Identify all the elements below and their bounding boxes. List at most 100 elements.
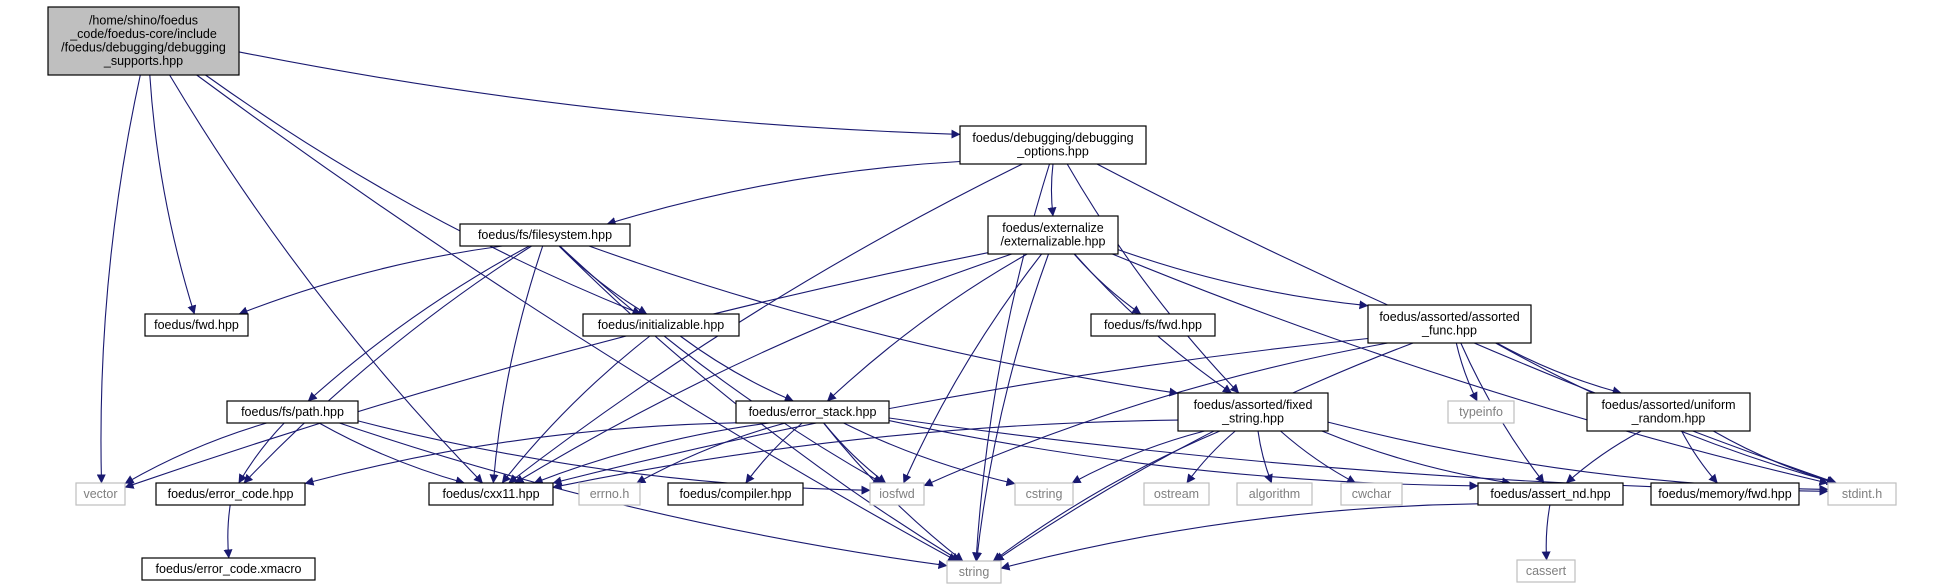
edge-fs_path-to-error_code: [238, 422, 285, 484]
edge-filesystem-to-cxx11: [489, 245, 544, 484]
header-node[interactable]: foedus/error_code.hpp: [155, 482, 306, 506]
node-label: /externalizable.hpp: [1001, 235, 1106, 249]
node-label: vector: [83, 487, 117, 501]
edge-fs_path-to-string: [339, 422, 948, 570]
node-box: [459, 223, 631, 247]
node-label: foedus/error_stack.hpp: [749, 405, 877, 419]
node-box: [1827, 482, 1897, 506]
node-label: _random.hpp: [1631, 412, 1706, 426]
header-node[interactable]: foedus/compiler.hpp: [667, 482, 804, 506]
edge-externalizable-to-stdint: [1112, 253, 1829, 486]
header-node[interactable]: foedus/assorted/assorted_func.hpp: [1367, 304, 1532, 344]
system-header-node: iosfwd: [869, 482, 925, 506]
header-node[interactable]: foedus/assorted/uniform_random.hpp: [1586, 392, 1751, 432]
node-box: [667, 482, 804, 506]
edge-fixed_string-to-cstring: [1071, 430, 1205, 484]
edge-fs_path-to-vector: [124, 422, 267, 484]
system-header-node: cstring: [1014, 482, 1074, 506]
header-node[interactable]: foedus/fs/filesystem.hpp: [459, 223, 631, 247]
node-box: [946, 560, 1002, 584]
system-header-node: stdint.h: [1827, 482, 1897, 506]
header-node[interactable]: foedus/fs/path.hpp: [226, 400, 359, 424]
system-header-node: typeinfo: [1447, 400, 1515, 424]
edge-debugging_options-to-externalizable: [1047, 163, 1057, 217]
edge-fixed_string-to-cxx11: [552, 419, 1179, 490]
edge-debugging_options-to-fixed_string: [1066, 163, 1240, 394]
edge-assorted_func-to-string: [994, 342, 1414, 562]
node-label: iosfwd: [879, 487, 914, 501]
node-box: [428, 482, 554, 506]
node-label: foedus/assert_nd.hpp: [1490, 487, 1610, 501]
node-label: _func.hpp: [1421, 324, 1477, 338]
edge-fixed_string-to-ostream: [1186, 430, 1236, 484]
node-label: foedus/fs/path.hpp: [241, 405, 344, 419]
system-header-node: errno.h: [578, 482, 641, 506]
header-node[interactable]: foedus/externalize/externalizable.hpp: [987, 215, 1119, 255]
node-label: algorithm: [1249, 487, 1300, 501]
node-label: foedus/error_code.hpp: [168, 487, 294, 501]
edge-error_stack-to-errno: [636, 422, 786, 484]
system-header-node: cassert: [1516, 559, 1576, 583]
node-label: foedus/assorted/assorted: [1379, 310, 1519, 324]
node-box: [1650, 482, 1800, 506]
edge-fixed_string-to-stdint: [1327, 421, 1829, 494]
edge-externalizable-to-error_stack: [827, 253, 1028, 402]
node-label: foedus/cxx11.hpp: [442, 487, 539, 501]
node-label: foedus/fs/fwd.hpp: [1104, 318, 1202, 332]
node-label: string: [959, 565, 990, 579]
node-box: [47, 6, 240, 76]
node-box: [1367, 304, 1532, 344]
header-node[interactable]: foedus/debugging/debugging_options.hpp: [959, 125, 1147, 165]
node-box: [1447, 400, 1515, 424]
edge-debugging_options-to-filesystem: [606, 160, 961, 226]
node-label: foedus/externalize: [1002, 221, 1104, 235]
node-label: _options.hpp: [1016, 145, 1089, 159]
edge-externalizable-to-assorted_func: [1117, 249, 1369, 310]
header-node[interactable]: foedus/cxx11.hpp: [428, 482, 554, 506]
edge-error_code-to-error_code_xmacro: [223, 504, 233, 559]
system-header-node: algorithm: [1236, 482, 1313, 506]
edge-fixed_string-to-cwchar: [1280, 430, 1356, 484]
edge-filesystem-to-foedus_fwd: [238, 245, 503, 316]
edge-fixed_string-to-algorithm: [1257, 430, 1273, 484]
edge-error_stack-to-error_code: [304, 422, 737, 486]
edge-assorted_func-to-typeinfo: [1455, 342, 1478, 402]
edge-fixed_string-to-assert_nd: [1321, 430, 1512, 487]
node-label: foedus/assorted/fixed: [1194, 398, 1313, 412]
header-node[interactable]: foedus/error_stack.hpp: [735, 400, 890, 424]
root-header-node: /home/shino/foedus_code/foedus-core/incl…: [47, 6, 240, 76]
edge-error_stack-to-cstring: [843, 422, 1016, 487]
header-node[interactable]: foedus/fwd.hpp: [144, 313, 249, 337]
edge-filesystem-to-iosfwd: [559, 245, 883, 484]
edge-externalizable-to-string: [973, 253, 1050, 562]
edge-assorted_func-to-uniform_random: [1496, 342, 1622, 396]
node-box: [1090, 313, 1216, 337]
header-node[interactable]: foedus/fs/fwd.hpp: [1090, 313, 1216, 337]
edge-uniform_random-to-memory_fwd: [1681, 430, 1718, 484]
header-node[interactable]: foedus/assert_nd.hpp: [1477, 482, 1624, 506]
edge-root-to-foedus_fwd: [149, 74, 197, 315]
node-label: _code/foedus-core/include: [69, 27, 217, 41]
edge-fixed_string-to-string: [992, 430, 1221, 562]
header-node[interactable]: foedus/error_code.xmacro: [141, 557, 316, 581]
node-box: [735, 400, 890, 424]
header-node[interactable]: foedus/assorted/fixed_string.hpp: [1177, 392, 1329, 432]
node-label: cassert: [1526, 564, 1567, 578]
system-header-node: ostream: [1143, 482, 1210, 506]
edge-fs_path-to-cxx11: [318, 422, 465, 486]
system-header-node: string: [946, 560, 1002, 584]
node-label: /foedus/debugging/debugging: [61, 41, 226, 55]
node-label: foedus/memory/fwd.hpp: [1658, 487, 1791, 501]
node-box: [1236, 482, 1313, 506]
header-node[interactable]: foedus/memory/fwd.hpp: [1650, 482, 1800, 506]
edge-error_stack-to-compiler: [745, 422, 803, 484]
system-header-node: vector: [75, 482, 126, 506]
header-node[interactable]: foedus/initializable.hpp: [582, 313, 740, 337]
edge-filesystem-to-error_code: [243, 245, 532, 484]
edge-externalizable-to-iosfwd: [903, 253, 1043, 484]
node-label: foedus/fwd.hpp: [154, 318, 239, 332]
edge-assorted_func-to-cxx11: [552, 337, 1369, 486]
edge-error_stack-to-iosfwd: [823, 422, 887, 484]
edge-root-to-vector: [96, 74, 141, 484]
